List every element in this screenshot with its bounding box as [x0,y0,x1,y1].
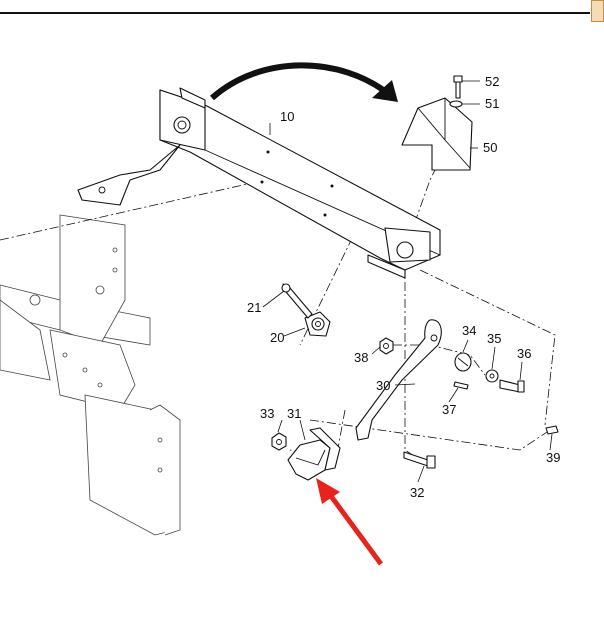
callout-10: 10 [280,109,294,124]
part-21-bolt [281,283,313,319]
callout-33: 33 [260,406,274,421]
callout-30: 30 [376,378,390,393]
callout-21: 21 [247,300,261,315]
curved-arrow-icon [210,62,398,102]
part-32-bolt [403,451,436,469]
part-51-washer [449,100,463,108]
part-34-bushing [454,352,472,372]
callout-labels: 10 21 20 30 33 31 32 34 35 36 37 38 39 5… [247,74,560,500]
part-30-lever [355,319,442,441]
part-10-beam-bracket [77,87,441,279]
leader-lines [262,80,553,483]
callout-35: 35 [487,331,501,346]
part-37-pin [453,381,469,390]
callout-38: 38 [354,350,368,365]
part-36-bolt [499,379,525,393]
part-39-pin [545,425,559,435]
callout-20: 20 [270,330,284,345]
callout-52: 52 [485,74,499,89]
callout-37: 37 [442,402,456,417]
part-31-bracket [287,427,341,481]
part-20-switch [304,311,331,337]
part-33-nut [271,432,287,451]
red-arrow-icon [316,478,384,566]
part-52-bolt [453,75,463,99]
part-35-washer [485,369,499,383]
callout-50: 50 [483,140,497,155]
callout-36: 36 [517,346,531,361]
part-50-cover [401,97,473,171]
part-38-nut [379,337,394,355]
callout-32: 32 [410,485,424,500]
top-border-bar [0,0,590,14]
callout-51: 51 [485,96,499,111]
callout-39: 39 [546,450,560,465]
chassis-frame [0,214,181,536]
callout-31: 31 [287,406,301,421]
callout-34: 34 [462,323,476,338]
